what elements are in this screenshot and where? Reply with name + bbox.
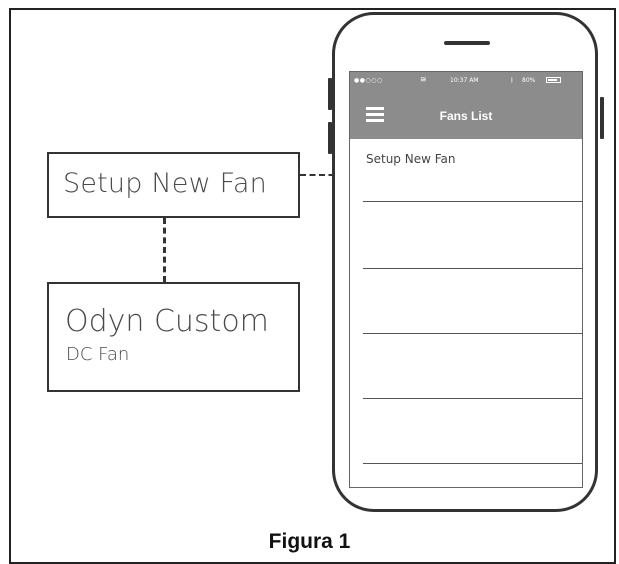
connector-horizontal-dashed bbox=[300, 174, 363, 176]
list-item[interactable] bbox=[363, 201, 582, 202]
list-item[interactable] bbox=[363, 398, 582, 399]
list-item[interactable] bbox=[363, 268, 582, 269]
phone-power-button bbox=[600, 97, 604, 139]
hamburger-icon[interactable] bbox=[366, 107, 384, 122]
phone-screen: ●●○○○ ≋ 10:37 AM ᛒ 80% Fans List Setup N… bbox=[349, 71, 583, 488]
battery-percent: 80% bbox=[522, 77, 536, 84]
list-item[interactable] bbox=[363, 463, 582, 464]
list-item[interactable] bbox=[363, 333, 582, 334]
phone-volume-up-button bbox=[328, 78, 332, 110]
app-bar-title: Fans List bbox=[439, 109, 493, 123]
phone-volume-down-button bbox=[328, 122, 332, 154]
status-time: 10:37 AM bbox=[450, 77, 479, 84]
bluetooth-icon: ᛒ bbox=[510, 77, 514, 84]
figure-caption: Figura 1 bbox=[268, 530, 351, 553]
phone-speaker bbox=[444, 41, 490, 45]
setup-new-fan-callout: Setup New Fan bbox=[47, 152, 300, 218]
list-item-setup-new-fan-label[interactable]: Setup New Fan bbox=[366, 152, 456, 166]
wifi-icon: ≋ bbox=[420, 75, 427, 84]
setup-callout-text: Setup New Fan bbox=[63, 168, 267, 199]
odyn-custom-callout: Odyn Custom DC Fan bbox=[47, 282, 300, 392]
connector-vertical-dashed bbox=[163, 218, 166, 282]
signal-indicator: ●●○○○ bbox=[354, 77, 383, 84]
battery-icon bbox=[546, 77, 561, 83]
odyn-callout-subtitle: DC Fan bbox=[66, 344, 130, 365]
app-bar: ●●○○○ ≋ 10:37 AM ᛒ 80% Fans List bbox=[350, 72, 582, 139]
odyn-callout-title: Odyn Custom bbox=[65, 304, 269, 339]
